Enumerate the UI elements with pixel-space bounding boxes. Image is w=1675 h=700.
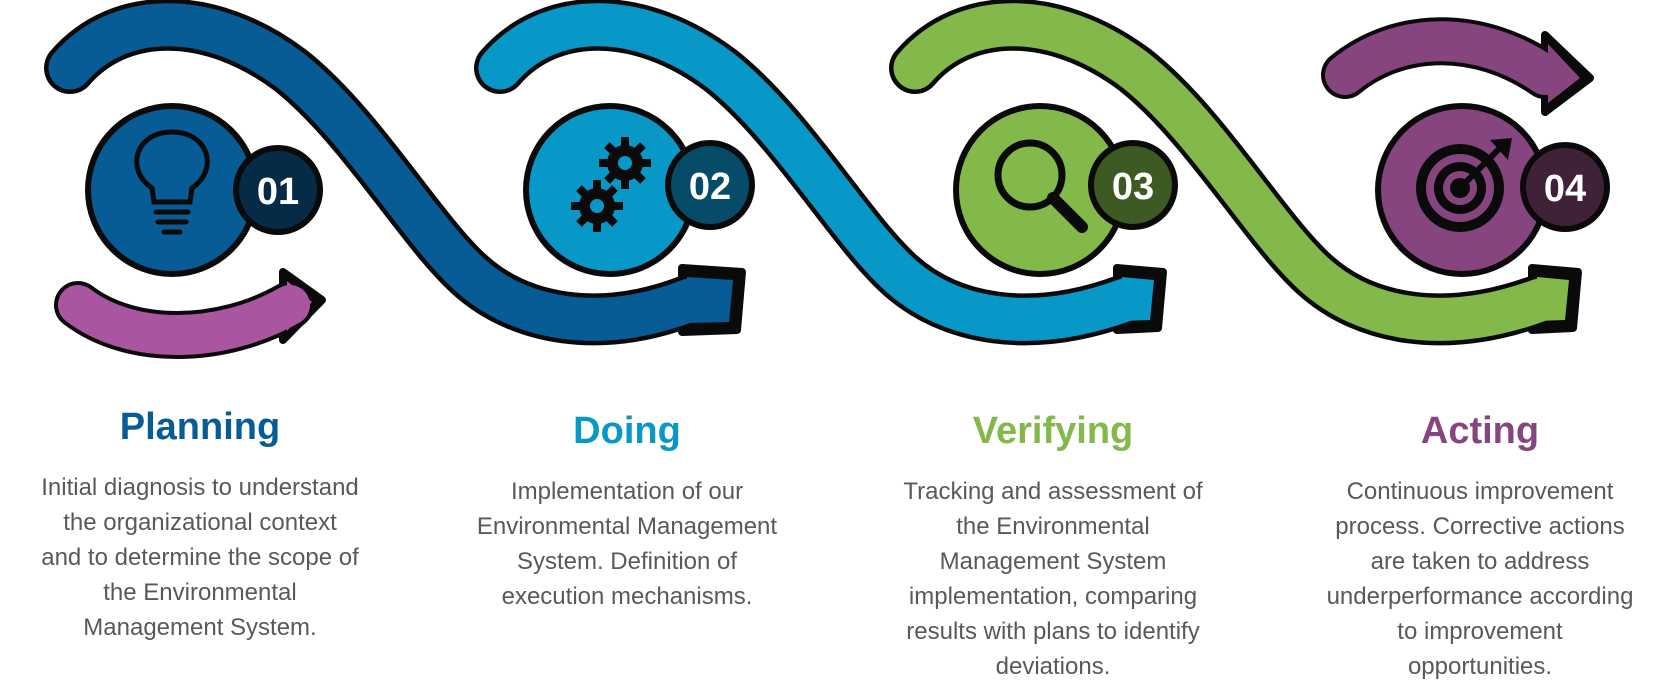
wave-doing-head [1122, 277, 1154, 321]
step-4-desc-line: to improvement [1397, 618, 1563, 645]
lightbulb-icon [134, 129, 210, 235]
step-3-number: 03 [1112, 166, 1154, 208]
wave-doing [500, 25, 1167, 330]
top-arrow-body [1345, 41, 1545, 75]
step-1-desc-line: Initial diagnosis to understand [41, 474, 359, 501]
step-3-desc-line: results with plans to identify [906, 618, 1200, 645]
pdca-wave-diagram: 01 [0, 0, 1610, 380]
step-1-desc-line: Management System. [83, 614, 317, 641]
step-4-number-badge [1520, 142, 1610, 232]
top-arrow-head [1548, 44, 1580, 103]
incoming-arrow-head [287, 281, 312, 331]
incoming-arrow [78, 268, 326, 340]
step-1-title: Planning [119, 406, 281, 448]
step-2-number-badge [665, 140, 755, 230]
step-1-number-badge [233, 145, 323, 235]
target-icon [1416, 138, 1512, 232]
wave-verifying [915, 25, 1582, 330]
step-4-description: Continuous improvement process. Correcti… [1290, 474, 1670, 684]
step-4-desc-line: opportunities. [1407, 653, 1553, 680]
gears-icon [571, 137, 651, 232]
top-right-arrow [1345, 35, 1594, 116]
step-4-circle: 04 [1375, 103, 1610, 277]
step-4-desc-line: are taken to address [1370, 548, 1590, 575]
step-1-desc-line: the organizational context [63, 509, 337, 536]
step-4-desc-line: process. Corrective actions [1335, 513, 1625, 540]
step-3-title: Verifying [972, 410, 1134, 452]
step-2-number: 02 [689, 166, 731, 208]
step-2-desc-line: Environmental Management [476, 513, 778, 540]
incoming-arrow-body [78, 305, 290, 335]
step-2-description: Implementation of our Environmental Mana… [437, 474, 817, 614]
step-2-desc-line: execution mechanisms. [501, 583, 753, 610]
step-3-desc-line: Tracking and assessment of [903, 478, 1203, 505]
step-3-desc-line: implementation, comparing [908, 583, 1198, 610]
step-3-desc-line: deviations. [995, 653, 1111, 680]
step-2-desc-line: System. Definition of [516, 548, 738, 575]
step-2-desc-line: Implementation of our [510, 478, 744, 505]
step-2-circle: 02 [523, 103, 755, 277]
wave-planning [70, 25, 746, 332]
step-1-description: Initial diagnosis to understand the orga… [10, 470, 390, 645]
step-3-description: Tracking and assessment of the Environme… [863, 474, 1243, 684]
wave-verifying-head [1537, 277, 1569, 321]
step-3-circle: 03 [953, 103, 1178, 277]
wave-planning-head [687, 277, 733, 323]
step-1-desc-line: and to determine the scope of [41, 544, 359, 571]
step-2-title: Doing [573, 410, 681, 452]
magnifier-icon [994, 139, 1088, 233]
step-3-desc-line: Management System [939, 548, 1167, 575]
step-4-desc-line: Continuous improvement [1346, 478, 1614, 505]
step-4-desc-line: underperformance according [1326, 583, 1634, 610]
step-1-desc-line: the Environmental [103, 579, 297, 606]
step-1-circle: 01 [85, 103, 323, 277]
step-4-number: 04 [1544, 168, 1586, 210]
step-1-number: 01 [257, 171, 299, 213]
step-4-title: Acting [1420, 410, 1540, 452]
step-3-desc-line: the Environmental [956, 513, 1150, 540]
step-3-number-badge [1088, 140, 1178, 230]
